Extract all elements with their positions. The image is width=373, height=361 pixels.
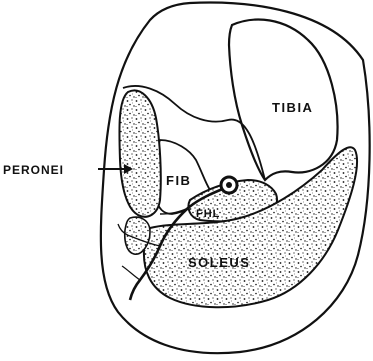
tibia-label: TIBIA <box>272 100 313 115</box>
peronei-muscle <box>119 90 160 216</box>
vessel-core <box>226 182 232 188</box>
fib-label: FIB <box>166 173 191 188</box>
fhl-label: FHL <box>196 208 220 220</box>
soleus-label: SOLEUS <box>188 255 250 270</box>
peronei-label: PERONEI <box>3 163 64 177</box>
